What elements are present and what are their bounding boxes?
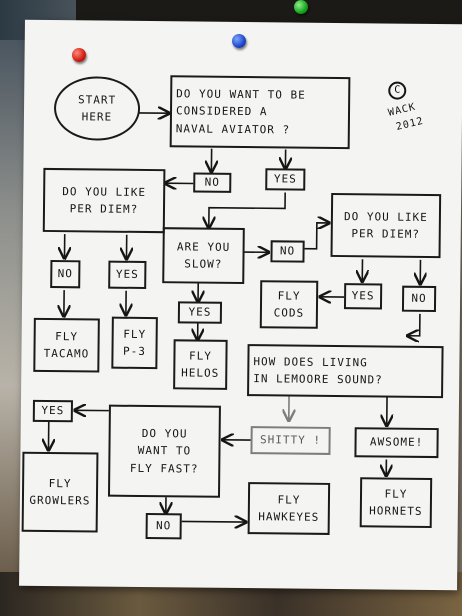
naval-aviator-question: DO YOU WANT TO BE CONSIDERED A NAVAL AVI… xyxy=(169,75,351,150)
slow-yes-label: YES xyxy=(177,301,223,324)
per-diem-right-question: DO YOU LIKE PER DIEM? xyxy=(330,192,442,259)
green-pushpin xyxy=(294,0,308,14)
flowchart-paper: START HERE DO YOU WANT TO BE CONSIDERED … xyxy=(19,19,462,591)
naval-no-label: NO xyxy=(193,172,232,193)
fly-fast-no-label: NO xyxy=(145,513,182,540)
start-node: START HERE xyxy=(53,76,141,141)
signature-year: 2012 xyxy=(395,115,425,133)
fly-cods-box: FLY CODS xyxy=(259,280,319,329)
fly-hornets-box: FLY HORNETS xyxy=(359,477,433,529)
awsome-label: AWSOME! xyxy=(354,427,439,459)
fly-p3-box: FLY P-3 xyxy=(111,316,158,370)
arrow-no-to-hawkeyes xyxy=(181,521,246,522)
red-pushpin xyxy=(72,48,86,62)
naval-yes-label: YES xyxy=(265,168,306,191)
fly-fast-yes-label: YES xyxy=(32,399,73,423)
fly-hawkeyes-box: FLY HAWKEYES xyxy=(247,482,331,535)
fly-growlers-box: FLY GROWLERS xyxy=(21,451,99,533)
blue-pushpin xyxy=(232,34,246,48)
lemoore-question: HOW DOES LIVING IN LEMOORE SOUND? xyxy=(247,344,444,399)
fly-tacamo-box: FLY TACAMO xyxy=(33,317,100,373)
per-diem-left-yes-label: YES xyxy=(108,260,147,290)
arrow-yes-to-slow xyxy=(209,192,286,229)
per-diem-right-no-label: NO xyxy=(401,285,437,313)
arrow-no-to-lemoore xyxy=(408,313,421,336)
per-diem-right-yes-label: YES xyxy=(343,283,383,310)
per-diem-left-no-label: NO xyxy=(50,260,81,289)
shitty-label: SHITTY ! xyxy=(250,426,331,455)
slow-no-label: NO xyxy=(270,240,305,263)
fly-fast-question: DO YOU WANT TO FLY FAST? xyxy=(107,404,221,498)
per-diem-left-question: DO YOU LIKE PER DIEM? xyxy=(42,167,166,234)
slow-question: ARE YOU SLOW? xyxy=(162,227,245,285)
fly-helos-box: FLY HELOS xyxy=(173,339,228,390)
copyright-symbol: C xyxy=(388,81,407,100)
arrow-no-to-perdiem-right xyxy=(304,223,329,250)
